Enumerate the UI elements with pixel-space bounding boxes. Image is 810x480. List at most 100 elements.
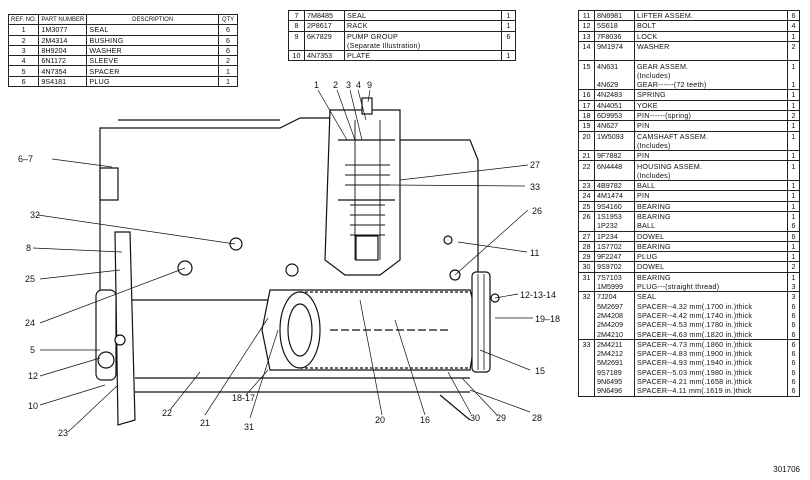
- description-cell: SPRING: [634, 89, 788, 101]
- part-number-cell: 9S7189: [594, 367, 635, 377]
- callout-4: 4: [356, 80, 361, 90]
- col-header-qty: QTY: [218, 14, 238, 26]
- part-number-cell: 2M4212: [594, 349, 635, 359]
- part-number-cell: 4B9782: [594, 180, 635, 191]
- ref-cell: 9: [288, 30, 305, 41]
- callout-26: 26: [532, 206, 542, 216]
- callout-12-13-14: 12-13-14: [520, 290, 556, 300]
- description-cell: SPACER--4.21 mm(.1658 in.)thick: [634, 376, 788, 387]
- qty-cell: 6: [787, 367, 800, 377]
- qty-cell: 6: [787, 221, 800, 232]
- ref-cell: 2: [8, 34, 39, 46]
- qty-cell: 4: [787, 20, 800, 32]
- qty-cell: 6: [787, 338, 800, 350]
- callout-2: 2: [333, 80, 338, 90]
- ref-cell: 29: [578, 251, 595, 262]
- part-number-cell: 4N631: [594, 60, 635, 71]
- callout-16: 16: [420, 415, 430, 425]
- part-number-cell: 5S618: [594, 20, 635, 32]
- description-cell: PLATE: [344, 50, 502, 61]
- part-number-cell: 2P8617: [304, 20, 345, 32]
- callout-10: 10: [28, 401, 38, 411]
- callout-32: 32: [30, 210, 40, 220]
- description-cell: PLUG---(straight thread): [634, 282, 788, 292]
- part-number-cell: 5M2697: [594, 301, 635, 311]
- ref-cell: 26: [578, 210, 595, 222]
- description-cell: SPACER--4.73 mm(.1860 in.)thick: [634, 338, 788, 350]
- callout-21: 21: [200, 418, 210, 428]
- ref-cell: [579, 358, 595, 367]
- part-number-cell: 1P232: [594, 221, 635, 232]
- description-cell: BEARING: [634, 240, 788, 252]
- part-number-cell: 1W5093: [594, 130, 635, 141]
- qty-cell: 1: [787, 130, 800, 141]
- part-number-cell: [594, 51, 635, 61]
- qty-cell: 6: [218, 34, 238, 46]
- ref-cell: 30: [578, 261, 595, 273]
- qty-cell: [787, 170, 800, 181]
- description-cell: SPACER--4.83 mm(.1900 in.)thick: [634, 349, 788, 359]
- part-number-cell: 6N4448: [594, 160, 635, 171]
- description-cell: SPACER--4.93 mm(.1940 in.)thick: [634, 358, 788, 368]
- qty-cell: [787, 140, 800, 151]
- qty-cell: 1: [787, 180, 800, 191]
- callout-23: 23: [58, 428, 68, 438]
- ref-cell: 8: [288, 20, 305, 32]
- part-number-cell: 9S4160: [594, 200, 635, 212]
- description-cell: CAMSHAFT ASSEM.: [634, 130, 788, 141]
- callout-9: 9: [367, 80, 372, 90]
- description-cell: BEARING: [634, 200, 788, 212]
- part-number-cell: 2M4208: [594, 310, 635, 321]
- callout-6-7: 6–7: [18, 154, 33, 164]
- ref-cell: 4: [8, 55, 39, 66]
- ref-cell: [579, 311, 595, 320]
- part-number-cell: [594, 140, 635, 151]
- qty-cell: 2: [787, 109, 800, 121]
- qty-cell: 1: [787, 99, 800, 111]
- ref-cell: 33: [578, 338, 595, 350]
- callout-30: 30: [470, 413, 480, 423]
- qty-cell: 6: [218, 44, 238, 56]
- qty-cell: 1: [787, 80, 800, 90]
- part-number-cell: 9F7882: [594, 150, 635, 161]
- description-cell: LOCK: [634, 30, 788, 42]
- qty-cell: 6: [787, 310, 800, 321]
- description-cell: PIN: [634, 120, 788, 132]
- qty-cell: 1: [787, 240, 800, 252]
- part-number-cell: 8H9204: [38, 44, 87, 56]
- qty-cell: 3: [787, 291, 800, 302]
- callout-22: 22: [162, 408, 172, 418]
- qty-cell: [501, 40, 516, 51]
- part-number-cell: [594, 70, 635, 81]
- part-number-cell: 9S4181: [38, 75, 87, 87]
- ref-cell: 16: [578, 89, 595, 101]
- callout-15: 15: [535, 366, 545, 376]
- part-number-cell: 1S7702: [594, 240, 635, 252]
- ref-cell: 3: [8, 44, 39, 56]
- part-number-cell: 5M2691: [594, 358, 635, 368]
- ref-cell: 18: [578, 109, 595, 121]
- qty-cell: 1: [501, 20, 516, 32]
- callout-31: 31: [244, 422, 254, 432]
- callout-28: 28: [532, 413, 542, 423]
- description-cell: (Includes): [634, 170, 788, 181]
- part-number-cell: 2M4314: [38, 34, 87, 46]
